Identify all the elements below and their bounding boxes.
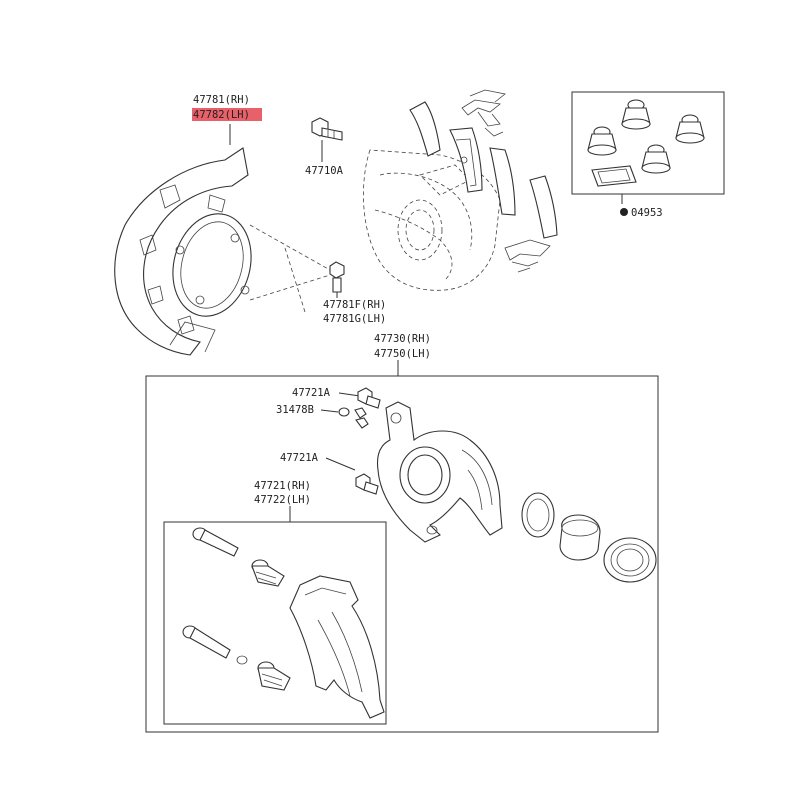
caliper-group-box [145, 375, 659, 733]
kit-dot [620, 208, 628, 216]
dashed-guide [249, 274, 331, 301]
label-kit: 04953 [631, 207, 663, 219]
label-bleeder-a1: 47721A [292, 387, 331, 399]
pin-boot-2 [257, 661, 291, 691]
bleeder-screw-2 [355, 473, 379, 495]
brake-pad-inner [449, 127, 483, 193]
bleeder-screw-1 [357, 387, 381, 409]
boot-2 [675, 114, 705, 144]
label-caliper-lh: 47750(LH) [374, 348, 431, 360]
brake-pad-3 [529, 175, 558, 239]
boot-3 [587, 126, 617, 156]
label-caliper-rh: 47730(RH) [374, 333, 431, 345]
caliper-body [376, 401, 503, 543]
highlight-box [192, 108, 262, 121]
brake-pad-outer [409, 101, 441, 157]
slide-pin-1 [192, 527, 239, 557]
label-support-lh: 47722(LH) [254, 494, 311, 506]
label-bolt-781f: 47781F(RH) [323, 299, 386, 311]
bleeder-cap [338, 407, 369, 429]
caliper-bolt [311, 117, 343, 141]
pin-boot-1 [251, 559, 285, 587]
slide-pin-2 [182, 625, 248, 665]
piston [559, 514, 601, 561]
leader-cap [320, 409, 339, 413]
piston-boot [603, 537, 657, 583]
support-group-box [163, 521, 387, 725]
boot-4 [641, 144, 671, 174]
pad-clip-bottom [504, 239, 551, 273]
dashed-guide [284, 247, 306, 313]
label-bolt-710a: 47710A [305, 165, 344, 177]
label-support-rh: 47721(RH) [254, 480, 311, 492]
label-cap-478b: 31478B [276, 404, 314, 416]
leader-bleeder-a1 [338, 392, 361, 397]
label-shield-rh: 47781(RH) [193, 94, 250, 106]
label-bleeder-a2: 47721A [280, 452, 319, 464]
brake-pad-2 [489, 147, 516, 216]
label-shield-lh: 47782(LH) [193, 109, 250, 121]
grease-packet [591, 165, 637, 187]
caliper-support-bracket [289, 575, 385, 719]
piston-seal [521, 492, 555, 538]
leader-bleeder-a2 [325, 457, 356, 471]
label-bolt-781g: 47781G(LH) [323, 313, 386, 325]
dashed-guide [249, 224, 331, 271]
boot-1 [621, 99, 651, 130]
shield-bolt [329, 261, 345, 293]
kit-box [571, 91, 725, 195]
dust-shield [114, 147, 252, 356]
pad-clip-top [461, 89, 506, 137]
